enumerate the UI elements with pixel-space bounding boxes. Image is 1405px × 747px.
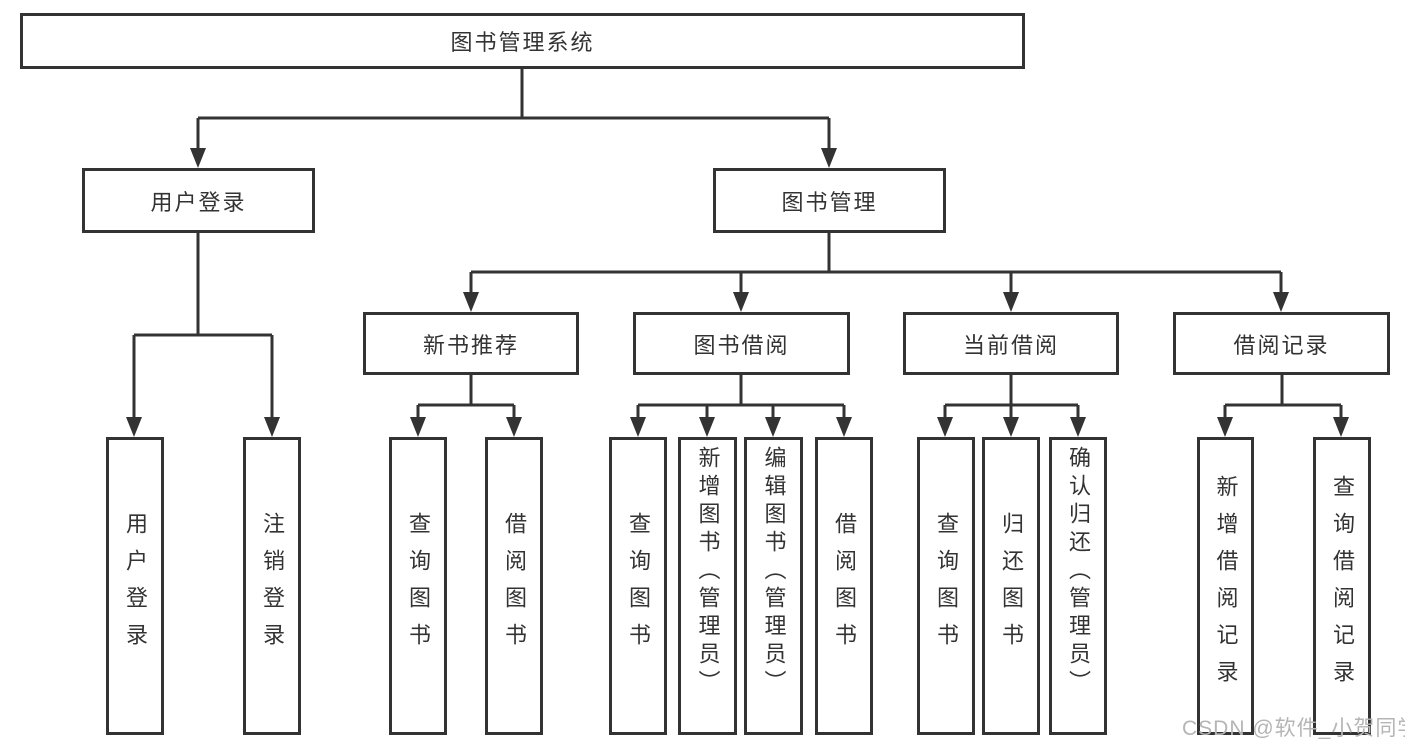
leaf-query-books-recommendation: 查询图书 [389,437,447,735]
leaf-edit-book-admin: 编辑图书（管理员） [744,437,803,735]
leaf-query-books-current: 查询图书 [917,437,975,735]
node-label: 用户登录 [123,512,148,660]
node-label: 查询借阅记录 [1330,475,1355,697]
node-label: 查询图书 [626,512,651,660]
node-label: 图书管理系统 [450,30,595,55]
leaf-add-borrow-record: 新增借阅记录 [1197,437,1254,735]
csdn-watermark: CSDN @软件_小贺同学 [1182,717,1405,740]
node-book-borrowing: 图书借阅 [633,312,850,375]
leaf-logout: 注销登录 [243,437,301,735]
node-label: 查询图书 [406,512,431,660]
node-label: 确认归还（管理员） [1066,446,1091,698]
node-label: 新增借阅记录 [1213,475,1239,697]
node-label: 用户登录 [150,189,247,215]
node-label: 新增图书（管理员） [695,446,721,698]
leaf-borrow-books-recommendation: 借阅图书 [485,437,543,735]
node-current-borrowing: 当前借阅 [903,312,1119,375]
node-label: 图书管理 [781,189,878,215]
leaf-query-books-borrowing: 查询图书 [609,437,667,735]
node-label: 编辑图书（管理员） [761,446,787,698]
node-user-login: 用户登录 [82,168,315,233]
leaf-add-book-admin: 新增图书（管理员） [678,437,737,735]
node-label: 借阅图书 [502,512,527,660]
leaf-user-login: 用户登录 [106,437,164,735]
node-borrowing-records: 借阅记录 [1173,312,1390,375]
node-label: 归还图书 [999,512,1024,660]
node-book-management-system: 图书管理系统 [20,13,1025,69]
node-label: 当前借阅 [962,332,1059,358]
node-book-management: 图书管理 [713,168,946,233]
node-label: 借阅图书 [832,512,857,660]
leaf-query-borrow-record: 查询借阅记录 [1313,437,1371,735]
node-label: 借阅记录 [1233,332,1330,358]
arrowheads [126,148,1349,437]
node-label: 注销登录 [260,512,285,660]
node-new-book-recommendation: 新书推荐 [363,312,579,375]
leaf-confirm-return-admin: 确认归还（管理员） [1049,437,1107,735]
node-label: 图书借阅 [693,332,790,358]
leaf-return-books: 归还图书 [982,437,1040,735]
leaf-borrow-books-borrowing: 借阅图书 [815,437,873,735]
node-label: 新书推荐 [422,332,519,358]
node-label: 查询图书 [934,512,959,660]
